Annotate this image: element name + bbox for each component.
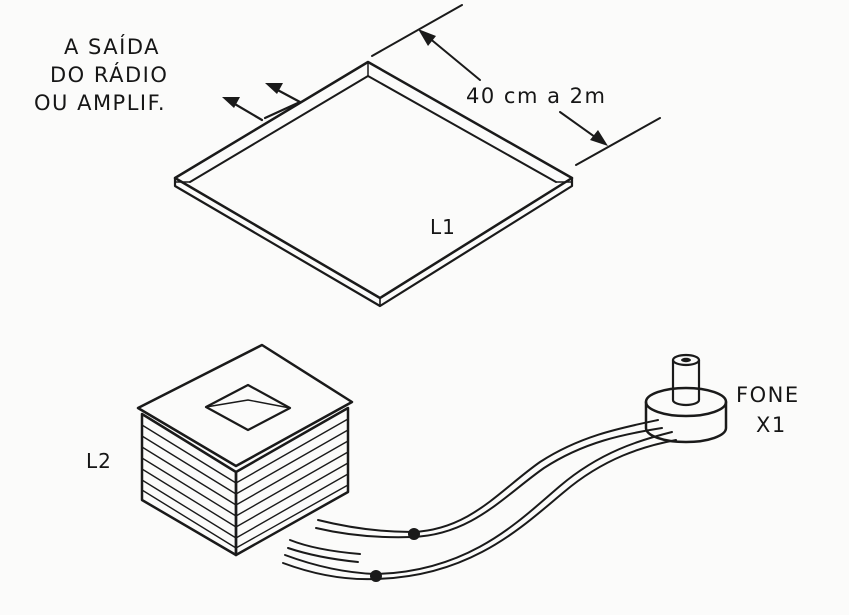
earphone-label-line2: X1 [756,413,787,437]
output-label-line1: A SAÍDA [64,34,160,59]
loop-coil-l1 [173,60,574,308]
output-label-line3: OU AMPLIF. [34,91,166,115]
dimension-label: 40 cm a 2m [466,84,606,108]
output-label-line2: DO RÁDIO [50,62,168,87]
earphone-x1 [644,353,728,444]
output-label: A SAÍDA DO RÁDIO OU AMPLIF. [34,34,168,115]
wire-junction-dot [370,570,382,582]
pickup-coil-label: L2 [86,449,112,473]
earphone-wires [282,419,677,582]
loop-coil-label: L1 [430,215,456,239]
output-arrows [222,83,302,122]
coil-windings [141,418,349,549]
earphone-label-line1: FONE [736,383,800,407]
pickup-coil-l2 [136,343,354,557]
wire-junction-dot [408,528,420,540]
dimension-markers [371,4,661,166]
